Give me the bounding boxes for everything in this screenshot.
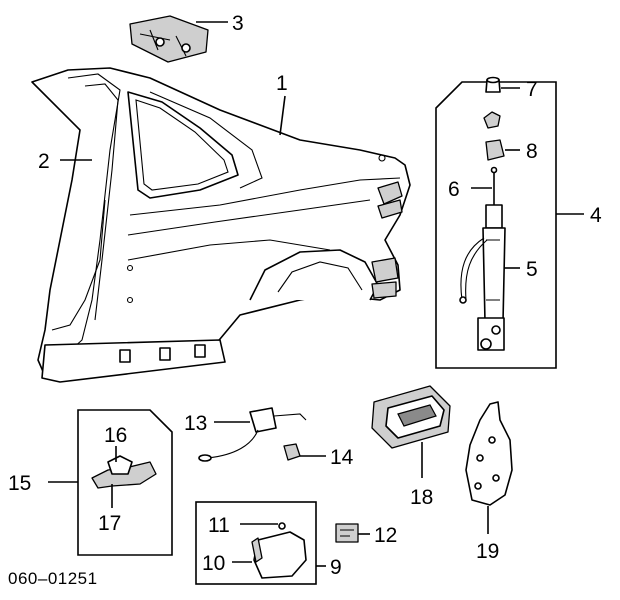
callout-5: 5 — [526, 258, 538, 281]
callout-7: 7 — [526, 78, 538, 101]
callout-4: 4 — [590, 204, 602, 227]
callout-16: 16 — [104, 424, 127, 447]
callout-17: 17 — [98, 512, 121, 535]
fuel-door-box — [195, 501, 326, 585]
leader-lines — [60, 21, 286, 161]
callout-11: 11 — [208, 514, 230, 537]
callout-14: 14 — [330, 446, 354, 469]
callout-3: 3 — [232, 12, 244, 35]
callout-2: 2 — [38, 150, 50, 173]
housing-part-18 — [371, 385, 451, 478]
callout-10: 10 — [202, 552, 225, 575]
callout-12: 12 — [374, 524, 397, 547]
strut-group-box — [435, 76, 584, 369]
callout-18: 18 — [410, 486, 433, 509]
callout-1: 1 — [276, 72, 288, 95]
bracket-part-3 — [129, 15, 209, 63]
callout-15: 15 — [8, 472, 31, 495]
quarter-panel — [31, 67, 411, 383]
diagram-code: 060–01251 — [8, 569, 98, 588]
callout-19: 19 — [476, 540, 499, 563]
hinge-plate-part-19 — [465, 401, 513, 534]
callout-9: 9 — [330, 556, 342, 579]
callout-8: 8 — [526, 140, 538, 163]
callout-13: 13 — [184, 412, 207, 435]
label-part-12 — [335, 523, 370, 543]
callout-6: 6 — [448, 178, 460, 201]
callout-labels: 1 2 3 4 5 6 7 8 9 10 11 12 13 14 15 16 1… — [8, 12, 602, 579]
hinge-group-box — [48, 409, 173, 556]
release-cable — [198, 407, 326, 462]
